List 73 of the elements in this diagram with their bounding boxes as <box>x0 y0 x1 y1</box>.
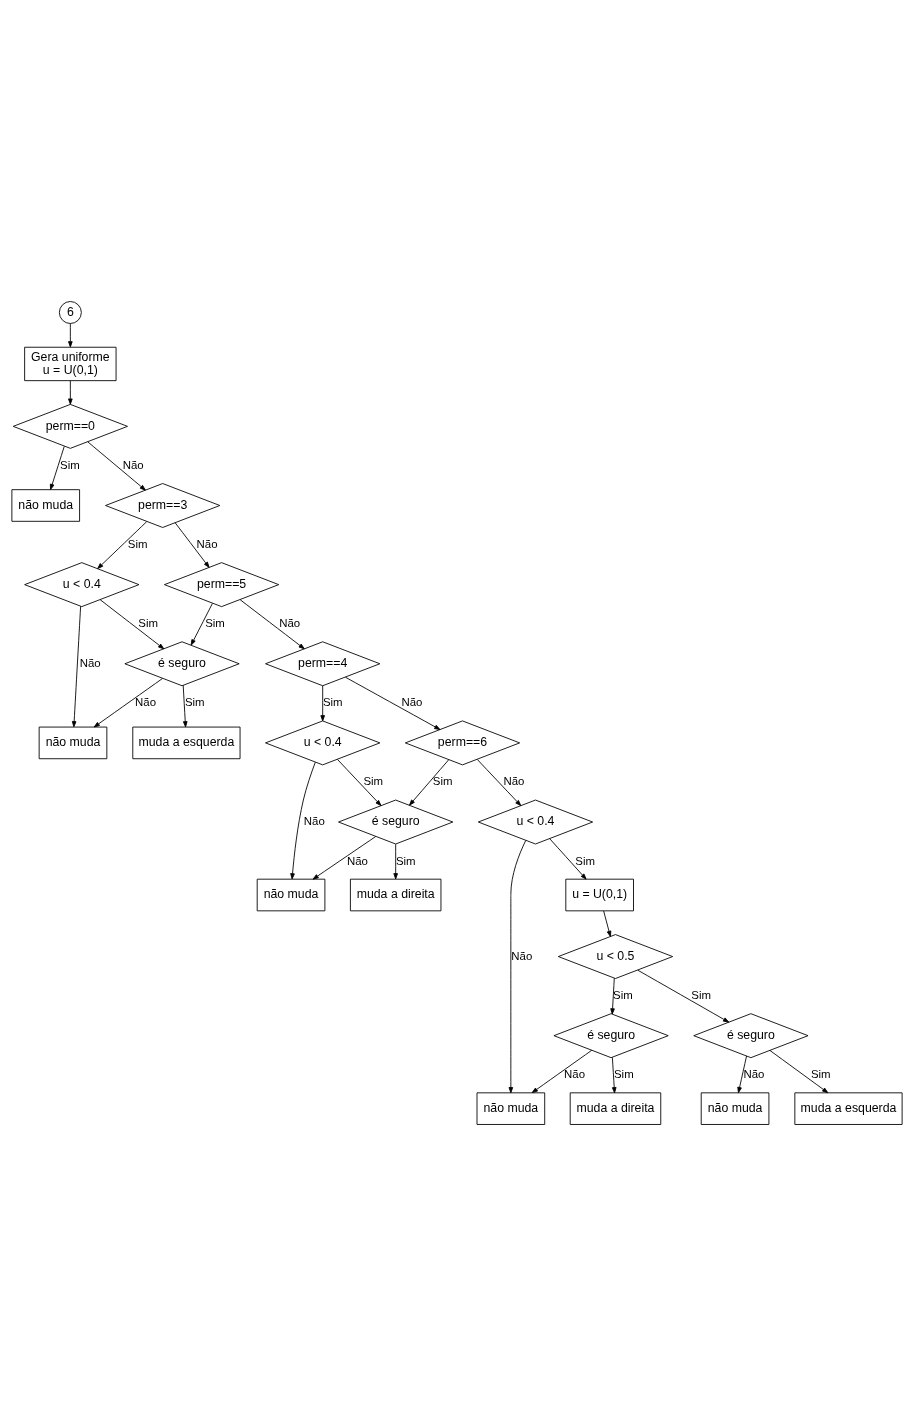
arrow <box>97 521 148 569</box>
edge-label: Sim <box>575 854 595 867</box>
arrow <box>337 759 382 806</box>
edge-label: Sim <box>127 538 148 551</box>
node-box: não muda <box>11 489 81 522</box>
edge-label: Sim <box>184 696 205 709</box>
arrow <box>393 843 398 880</box>
edge-label: Não <box>564 1068 586 1081</box>
edge-label: Não <box>503 775 525 788</box>
edge-label: Sim <box>205 617 225 630</box>
arrow <box>637 969 730 1023</box>
arrow <box>68 323 73 348</box>
arrow <box>769 1050 829 1094</box>
node-box: muda a esquerda <box>132 726 241 760</box>
node-box: muda a direita <box>569 1092 662 1125</box>
edge-label: Sim <box>810 1068 831 1081</box>
edge-label: Sim <box>363 775 384 788</box>
node-diamond: é seguro <box>553 1013 669 1059</box>
edge-label: Sim <box>138 617 158 630</box>
node-box: Gera uniforme u = U(0,1) <box>24 346 117 382</box>
edge-label: Sim <box>613 989 633 1002</box>
edge-label: Sim <box>614 1068 634 1081</box>
node-diamond: u < 0.4 <box>265 720 381 766</box>
arrow <box>190 603 213 646</box>
edge-label: Não <box>135 696 157 709</box>
arrow <box>476 759 522 806</box>
node-box: não muda <box>700 1092 770 1125</box>
arrow <box>93 678 163 728</box>
node-diamond: perm==0 <box>12 403 128 449</box>
edge-label: Não <box>346 854 368 867</box>
edge-label: Não <box>401 696 423 709</box>
edge-label: Não <box>279 617 301 630</box>
arrow <box>71 605 82 728</box>
node-box: muda a esquerda <box>794 1092 903 1125</box>
edge-label: Não <box>743 1068 765 1081</box>
node-box: não muda <box>38 726 108 760</box>
node-diamond: é seguro <box>693 1013 809 1059</box>
arrow <box>290 761 316 880</box>
edge-label: Não <box>196 538 218 551</box>
arrow <box>87 441 146 491</box>
node-box: muda a direita <box>349 878 442 912</box>
arrow <box>99 599 165 650</box>
node-box: não muda <box>256 878 326 912</box>
node-diamond: perm==6 <box>404 720 521 766</box>
arrow <box>312 836 377 880</box>
edge-label: Sim <box>432 775 453 788</box>
node-diamond: u < 0.5 <box>557 934 674 979</box>
edge-label: Não <box>511 949 533 962</box>
arrow <box>68 380 73 405</box>
arrow <box>182 684 188 728</box>
arrow <box>603 910 612 937</box>
arrow <box>49 445 65 491</box>
arrow <box>737 1055 747 1094</box>
edge-label: Sim <box>395 854 416 867</box>
edge-label: Sim <box>60 458 80 471</box>
arrow <box>508 840 527 1094</box>
node-box: u = U(0,1) <box>565 878 634 912</box>
edge-label: Sim <box>322 696 343 709</box>
node-box: não muda <box>476 1092 546 1125</box>
arrow <box>610 977 615 1015</box>
arrow <box>409 759 450 806</box>
edge-label: Não <box>122 458 144 471</box>
edge-label: Não <box>303 815 325 828</box>
edge-label: Não <box>79 656 101 669</box>
arrow <box>345 676 441 730</box>
arrow <box>174 522 210 568</box>
node-circle: 6 <box>58 301 82 324</box>
arrow <box>531 1049 593 1094</box>
arrow <box>239 599 305 650</box>
edge-label: Sim <box>691 989 712 1002</box>
arrow <box>611 1057 617 1094</box>
arrow <box>320 685 325 722</box>
arrow <box>549 838 587 880</box>
